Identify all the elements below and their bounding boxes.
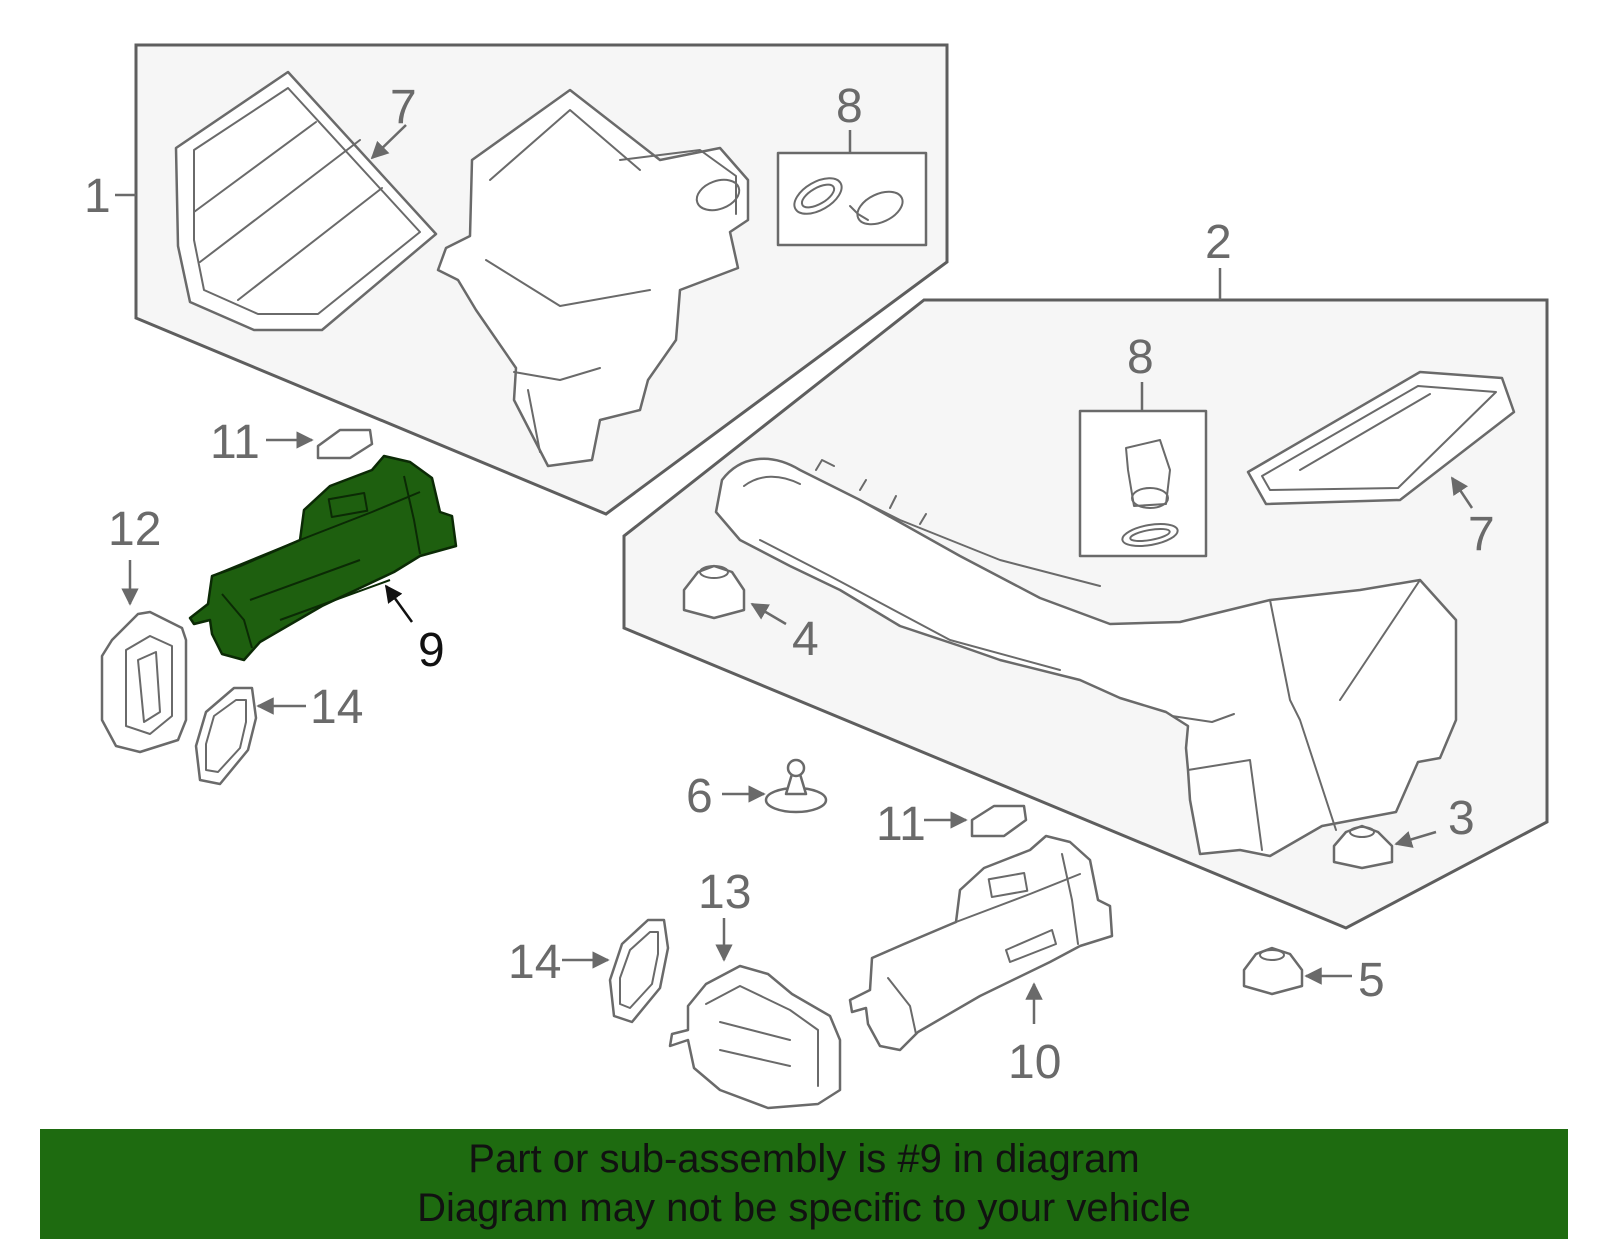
callout-12[interactable]: 12	[108, 503, 161, 556]
callout-1[interactable]: 1	[84, 170, 111, 223]
callout-8-lower[interactable]: 8	[1127, 331, 1154, 384]
duct-adapter-12[interactable]: 12	[100, 503, 188, 754]
callout-6[interactable]: 6	[686, 770, 713, 823]
air-duct-10[interactable]: 10	[848, 834, 1114, 1089]
banner-line-1: Part or sub-assembly is #9 in diagram	[468, 1137, 1140, 1181]
callout-10[interactable]: 10	[1008, 1036, 1061, 1089]
grommet-kit-upper[interactable]: 8	[776, 80, 928, 247]
callout-3[interactable]: 3	[1448, 792, 1475, 845]
callout-7-lower[interactable]: 7	[1468, 508, 1495, 561]
gasket-14-upper[interactable]: 14	[194, 681, 363, 786]
callout-9[interactable]: 9	[418, 624, 445, 677]
air-box-housing-upper[interactable]	[436, 88, 750, 468]
callout-13[interactable]: 13	[698, 866, 751, 919]
seal-11-lower[interactable]: 11	[876, 798, 1028, 851]
seal-11-upper[interactable]: 11	[210, 416, 374, 469]
air-filter-upper[interactable]: 7	[174, 70, 438, 332]
callout-14-lower[interactable]: 14	[508, 936, 561, 989]
gasket-14-lower[interactable]: 14	[508, 918, 670, 1024]
grommet-3[interactable]: 3	[1332, 792, 1475, 870]
callout-8-upper[interactable]: 8	[836, 80, 863, 133]
grommet-4[interactable]: 4	[682, 564, 819, 666]
callout-14-upper[interactable]: 14	[310, 681, 363, 734]
air-filter-lower[interactable]: 7	[1246, 370, 1516, 561]
callout-2[interactable]: 2	[1205, 216, 1232, 269]
air-duct-9-highlighted[interactable]: 9	[188, 454, 458, 677]
duct-adapter-13[interactable]: 13	[668, 866, 842, 1110]
callout-11-lower[interactable]: 11	[876, 798, 926, 851]
grommet-kit-lower[interactable]: 8	[1078, 331, 1208, 558]
callout-11-upper[interactable]: 11	[210, 416, 260, 469]
grommet-5[interactable]: 5	[1242, 946, 1385, 1007]
push-pin-6[interactable]: 6	[686, 758, 828, 823]
intake-duct-and-air-box-lower[interactable]	[714, 457, 1458, 858]
callout-5[interactable]: 5	[1358, 954, 1385, 1007]
banner-line-2: Diagram may not be specific to your vehi…	[417, 1186, 1191, 1230]
callout-4[interactable]: 4	[792, 613, 819, 666]
callout-7-upper[interactable]: 7	[390, 81, 417, 134]
info-banner: Part or sub-assembly is #9 in diagram Di…	[40, 1129, 1568, 1239]
